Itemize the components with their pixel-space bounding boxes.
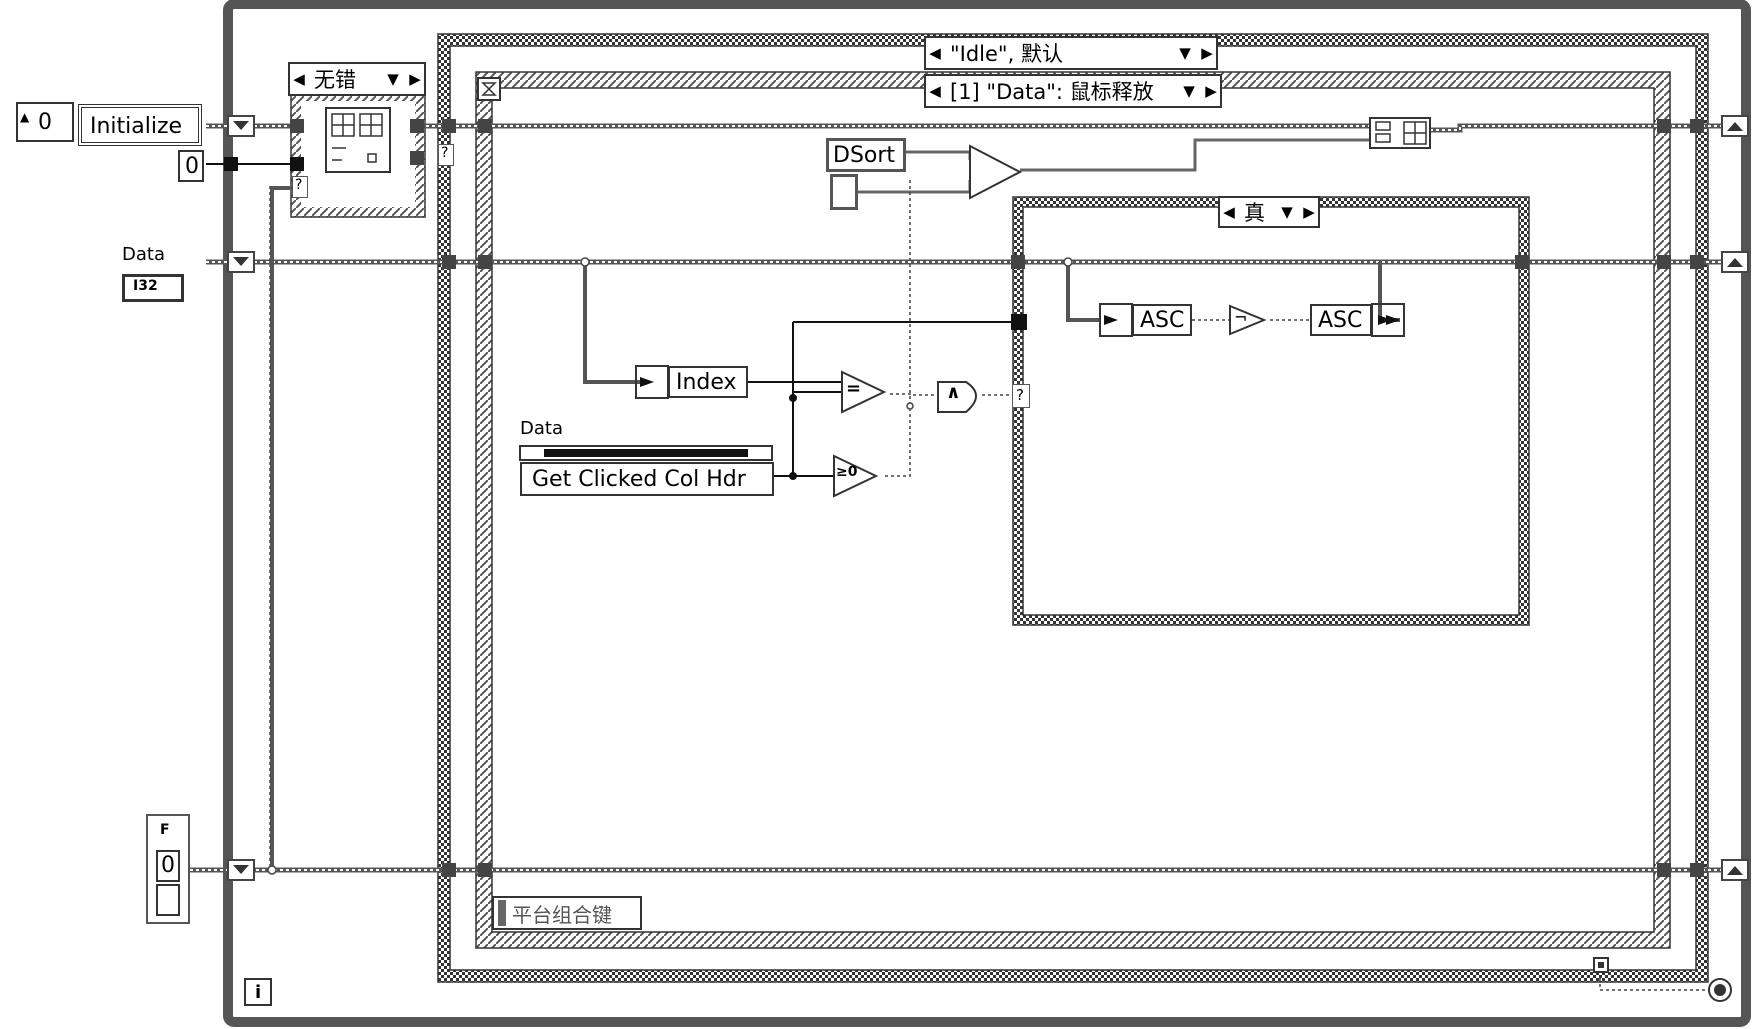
outer-case-selector[interactable]: ◀ "Idle", 默认 ▼ ▶ — [924, 36, 1218, 70]
data-control-terminal[interactable]: I32 — [122, 274, 184, 302]
outer-case-frame[interactable] — [438, 34, 1708, 982]
increment-arrow-icon[interactable]: ▶ — [1201, 44, 1213, 62]
increment-arrow-icon[interactable]: ▶ — [409, 70, 421, 88]
outer-case-label: "Idle", 默认 — [950, 42, 1063, 66]
question-mark: ? — [295, 177, 303, 193]
increment-decrement-icon[interactable]: ▲ — [20, 110, 30, 124]
decrement-arrow-icon[interactable]: ◀ — [1223, 203, 1235, 221]
numeric-control[interactable]: ▲ 0 — [16, 102, 74, 142]
not-symbol: ¬ — [1234, 308, 1248, 327]
data-property-label: Data — [520, 418, 563, 439]
ge-zero-node[interactable] — [833, 454, 879, 498]
chevron-down-icon[interactable]: ▼ — [1179, 44, 1191, 62]
equal-node[interactable] — [841, 370, 887, 414]
unbundle-index-node[interactable]: Index — [668, 366, 748, 398]
table-control-icon — [325, 107, 391, 173]
event-structure-frame[interactable] — [476, 72, 1670, 948]
data-control-label: Data — [122, 244, 165, 265]
and-node[interactable] — [937, 381, 977, 413]
true-case-label: 真 — [1244, 201, 1265, 225]
property-label: Get Clicked Col Hdr — [532, 466, 746, 492]
chevron-down-icon[interactable]: ▼ — [1183, 82, 1195, 100]
platform-modifier-node[interactable]: 平台组合键 — [492, 896, 642, 930]
question-mark: ? — [441, 145, 449, 161]
get-clicked-col-hdr-property[interactable]: Get Clicked Col Hdr — [520, 462, 774, 496]
true-case-frame[interactable] — [1013, 197, 1529, 625]
event-case-label: [1] "Data": 鼠标释放 — [950, 80, 1154, 104]
boolean-badge: F — [160, 822, 170, 838]
i32-badge: I32 — [133, 278, 158, 294]
decrement-arrow-icon[interactable]: ◀ — [293, 70, 305, 88]
numeric-constant-value: 0 — [185, 154, 199, 179]
decrement-arrow-icon[interactable]: ◀ — [929, 82, 941, 100]
while-loop-frame[interactable] — [223, 0, 1751, 1027]
increment-arrow-icon[interactable]: ▶ — [1303, 203, 1315, 221]
boolean-lower — [156, 884, 180, 916]
asc-unbundle-label: ASC — [1140, 307, 1185, 333]
unbundle-asc-node[interactable]: ASC — [1132, 304, 1192, 336]
platform-modifier-label: 平台组合键 — [512, 902, 612, 927]
error-case-selector[interactable]: ◀ 无错 ▼ ▶ — [288, 62, 426, 96]
numeric-constant[interactable]: 0 — [178, 150, 204, 182]
bundle-asc-node[interactable]: ASC — [1310, 304, 1372, 336]
ge-zero-symbol: ≥0 — [836, 464, 858, 480]
chevron-down-icon[interactable]: ▼ — [387, 70, 399, 88]
event-case-selector[interactable]: ◀ [1] "Data": 鼠标释放 ▼ ▶ — [924, 74, 1222, 108]
loop-iteration-terminal: i — [244, 978, 272, 1006]
error-case-selector-terminal: ? — [292, 176, 308, 198]
not-node[interactable] — [1229, 304, 1267, 336]
index-label: Index — [676, 369, 737, 395]
asc-bundle-label: ASC — [1318, 307, 1363, 333]
event-data-node-icon — [498, 900, 506, 926]
equal-symbol: = — [846, 378, 862, 399]
boolean-constant[interactable]: F 0 — [146, 814, 190, 924]
and-symbol: ∧ — [946, 382, 961, 403]
decrement-arrow-icon[interactable]: ◀ — [929, 44, 941, 62]
initialize-enum-constant[interactable]: Initialize — [78, 104, 202, 146]
question-mark: ? — [1016, 386, 1024, 404]
loop-index-label: i — [255, 982, 262, 1003]
boolean-value: 0 — [156, 850, 180, 882]
select-node[interactable] — [969, 144, 1023, 200]
boolean-value-text: 0 — [161, 853, 175, 878]
initialize-label: Initialize — [90, 114, 183, 139]
error-output-terminal: ? — [438, 144, 454, 166]
increment-arrow-icon[interactable]: ▶ — [1205, 82, 1217, 100]
chevron-down-icon[interactable]: ▼ — [1281, 203, 1293, 221]
numeric-control-value: 0 — [38, 110, 52, 135]
case-selector-terminal: ? — [1012, 384, 1030, 408]
dsort-label: DSort — [833, 143, 896, 168]
error-case-label: 无错 — [314, 68, 356, 92]
dsort-boolean — [830, 174, 858, 210]
dsort-local-variable[interactable]: DSort — [826, 138, 906, 172]
true-case-selector[interactable]: ◀ 真 ▼ ▶ — [1218, 196, 1320, 228]
